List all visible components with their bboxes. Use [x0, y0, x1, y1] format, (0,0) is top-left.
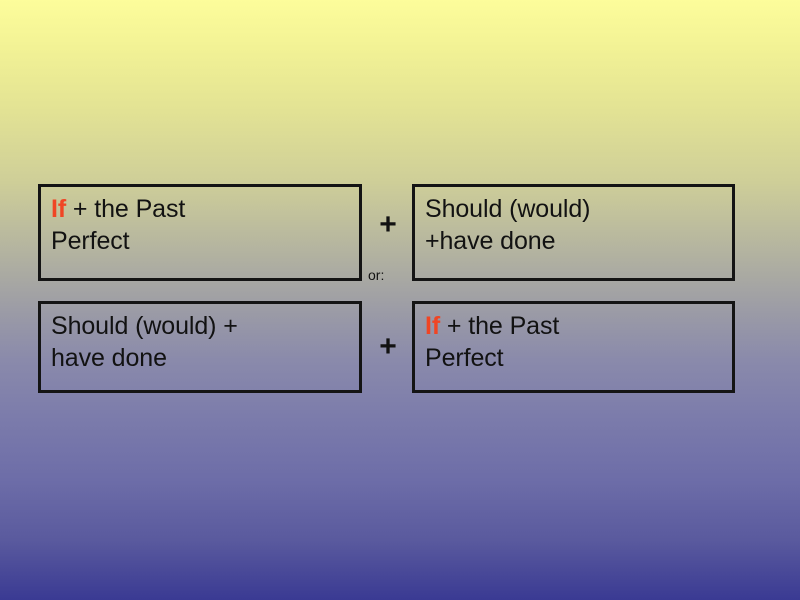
formula-box-top-left: If + the Past Perfect	[38, 184, 362, 281]
keyword-if-bottom-right: If	[425, 312, 441, 340]
conditional-formula-diagram: If + the Past Perfect + or: Should (woul…	[38, 184, 735, 393]
formula-text-top-left: + the Past Perfect	[51, 195, 186, 255]
plus-connector-top: +	[379, 208, 397, 241]
keyword-if: If	[51, 195, 67, 223]
plus-connector-bottom: +	[379, 330, 397, 363]
formula-text-bottom-left: Should (would) + have done	[51, 312, 238, 372]
formula-box-bottom-right: If + the Past Perfect	[412, 301, 735, 393]
alternative-label: or:	[368, 267, 385, 283]
formula-box-bottom-left: Should (would) + have done	[38, 301, 362, 393]
formula-text-bottom-right: + the Past Perfect	[425, 312, 560, 372]
formula-box-top-right: Should (would) +have done	[412, 184, 735, 281]
formula-text-top-right: Should (would) +have done	[425, 195, 591, 255]
